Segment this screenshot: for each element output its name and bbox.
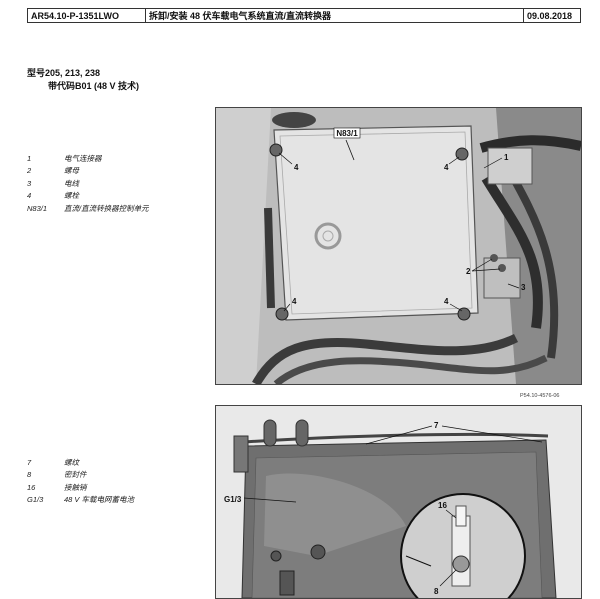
callout-4-bottom-right: 4 [444,297,449,306]
legend-item: G1/3 48 V 车载电网蓄电池 [27,494,134,507]
callout-4-top-right: 4 [444,163,449,172]
callout-n83-1: N83/1 [336,129,358,138]
callout-2: 2 [466,267,471,276]
legend-figure-2: 7 螺纹 8 密封件 16 接触销 G1/3 48 V 车载电网蓄电池 [27,456,134,506]
doc-date: 09.08.2018 [527,10,573,21]
callout-16: 16 [438,501,447,510]
callout-4-top-left: 4 [294,163,299,172]
legend-text: 直流/直流转换器控制单元 [64,203,149,213]
figure-2-battery-photo: 7 G1/3 16 8 [215,405,582,599]
document-header: AR54.10-P-1351LWO 拆卸/安装 48 伏车载电气系统直流/直流转… [27,8,581,23]
callout-1: 1 [504,153,509,162]
figure-1-drawing: N83/1 4 4 4 4 1 2 3 [216,108,581,384]
figure-1-converter-photo: N83/1 4 4 4 4 1 2 3 [215,107,582,385]
figure-2-drawing: 7 G1/3 16 8 [216,406,581,598]
legend-item: 4 螺栓 [27,190,149,203]
legend-figure-1: 1 电气连接器 2 螺母 3 电线 4 螺栓 N83/1 直流/直流转换器控制单元 [27,152,149,215]
legend-text: 螺母 [64,166,79,176]
legend-num: 4 [27,191,32,201]
legend-text: 螺栓 [64,191,79,201]
legend-text: 48 V 车载电网蓄电池 [64,495,135,505]
legend-item: 1 电气连接器 [27,152,149,165]
legend-num: 3 [27,178,32,188]
callout-7: 7 [434,421,439,430]
legend-num: 2 [27,166,32,176]
legend-item: 2 螺母 [27,165,149,178]
legend-text: 电线 [64,178,79,188]
model-line: 型号205, 213, 238 [27,68,101,78]
legend-item: 16 接触销 [27,481,134,494]
legend-text: 螺纹 [64,457,79,467]
legend-num: 1 [27,153,32,163]
legend-num: 16 [27,482,36,492]
callout-3: 3 [521,283,526,292]
legend-num: N83/1 [27,203,48,213]
figure-1-caption: P54.10-4576-06 [520,393,560,399]
doc-title: 拆卸/安装 48 伏车载电气系统直流/直流转换器 [146,9,524,22]
callout-4-bottom-left: 4 [292,297,297,306]
legend-item: 3 电线 [27,177,149,190]
legend-text: 电气连接器 [64,153,102,163]
legend-item: 7 螺纹 [27,456,134,469]
legend-item: N83/1 直流/直流转换器控制单元 [27,202,149,215]
callout-8: 8 [434,587,439,596]
legend-text: 接触销 [64,482,87,492]
legend-num: 7 [27,457,32,467]
callout-g1-3: G1/3 [224,495,242,504]
doc-id: AR54.10-P-1351LWO [28,9,146,22]
code-line: 带代码B01 (48 V 技术) [48,81,140,91]
legend-num: G1/3 [27,495,44,505]
legend-item: 8 密封件 [27,469,134,482]
legend-num: 8 [27,470,32,480]
legend-text: 密封件 [64,470,87,480]
